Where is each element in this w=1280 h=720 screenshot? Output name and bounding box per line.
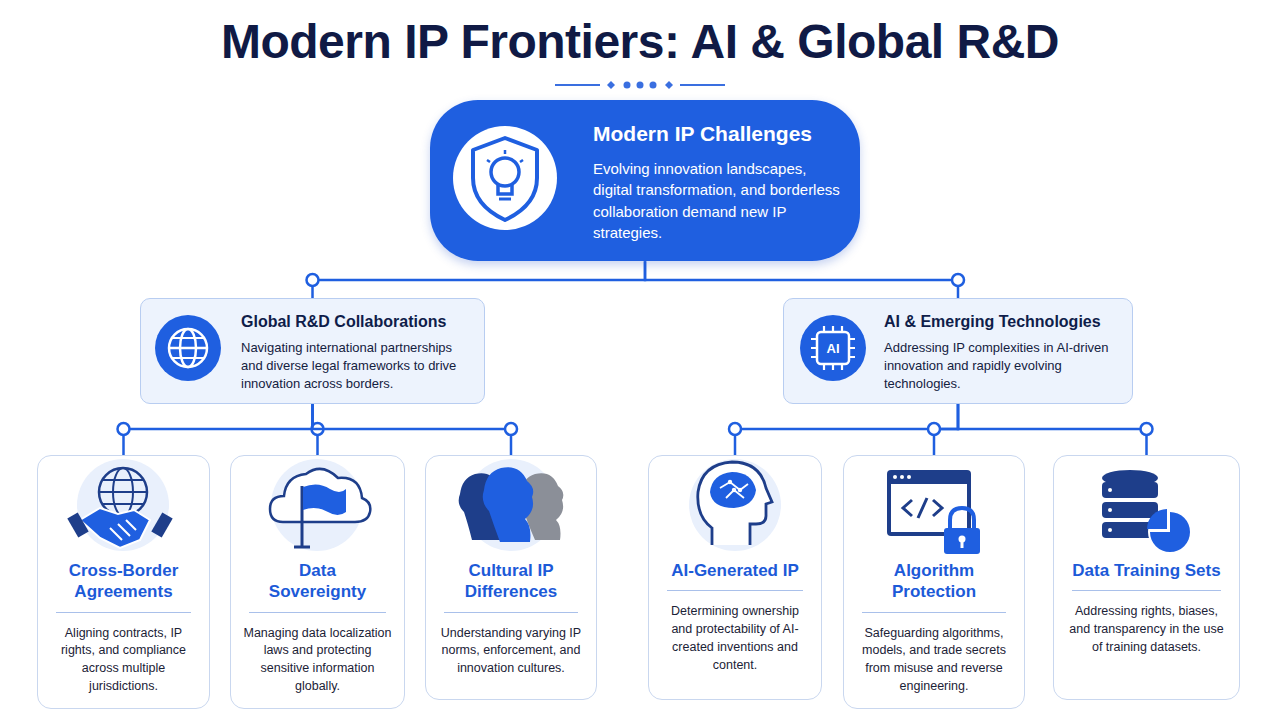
chip-label: AI bbox=[827, 341, 840, 356]
junction-dot bbox=[729, 423, 741, 435]
box-description: Addressing rights, biases, and transpare… bbox=[1064, 603, 1229, 656]
connector-line bbox=[313, 404, 512, 455]
tree-connector bbox=[307, 261, 646, 298]
ai-head-icon bbox=[689, 459, 781, 551]
junction-dot bbox=[118, 423, 130, 435]
tree-connector bbox=[928, 404, 958, 455]
box-description: Aligning contracts, IP rights, and compl… bbox=[48, 625, 199, 696]
junction-dot bbox=[952, 274, 964, 286]
box-description: Safeguarding algorithms, models, and tra… bbox=[854, 625, 1014, 696]
heads-icon bbox=[459, 459, 564, 551]
box-description: Understanding varying IP norms, enforcem… bbox=[436, 625, 586, 678]
connector-line bbox=[645, 261, 958, 298]
tree-connector bbox=[118, 404, 313, 455]
box-heading: AI-Generated IP bbox=[667, 560, 803, 591]
box-heading: Data Training Sets bbox=[1072, 560, 1221, 591]
box-heading: Data Sovereignty bbox=[249, 560, 386, 613]
tree-connector bbox=[645, 261, 964, 298]
cloud-flag-icon bbox=[270, 459, 370, 551]
box-heading: Algorithm Protection bbox=[862, 560, 1006, 613]
box-description: Managing data localization laws and prot… bbox=[241, 625, 394, 696]
diagram-title: Modern IP Frontiers: AI & Global R&D bbox=[0, 14, 1280, 69]
box-heading: Modern IP Challenges bbox=[593, 122, 840, 146]
box-heading: Cultural IP Differences bbox=[444, 560, 578, 613]
globe-icon bbox=[155, 315, 221, 381]
connector-line bbox=[735, 404, 958, 455]
junction-dot bbox=[928, 423, 940, 435]
database-pie-icon bbox=[1102, 470, 1192, 554]
box-description: Evolving innovation landscapes, digital … bbox=[593, 158, 840, 243]
box-heading: Cross-Border Agreements bbox=[56, 560, 191, 613]
box-description: Addressing IP complexities in AI-driven … bbox=[884, 339, 1122, 393]
tree-connector bbox=[313, 404, 518, 455]
box-description: Determining ownership and protectability… bbox=[659, 603, 811, 674]
code-lock-icon bbox=[887, 470, 980, 554]
shield-bulb-icon bbox=[453, 126, 557, 230]
box-description: Navigating international partnerships an… bbox=[241, 339, 474, 393]
junction-dot bbox=[1141, 423, 1153, 435]
tree-connector bbox=[958, 404, 1153, 455]
connector-line bbox=[958, 404, 1147, 455]
connector-line bbox=[313, 261, 646, 298]
connector-line bbox=[124, 404, 313, 455]
junction-dot bbox=[307, 274, 319, 286]
box-heading: Global R&D Collaborations bbox=[241, 313, 474, 331]
handshake-globe-icon bbox=[67, 459, 172, 551]
tree-connector bbox=[729, 404, 958, 455]
chip-icon bbox=[800, 315, 866, 381]
box-heading: AI & Emerging Technologies bbox=[884, 313, 1122, 331]
junction-dot bbox=[505, 423, 517, 435]
